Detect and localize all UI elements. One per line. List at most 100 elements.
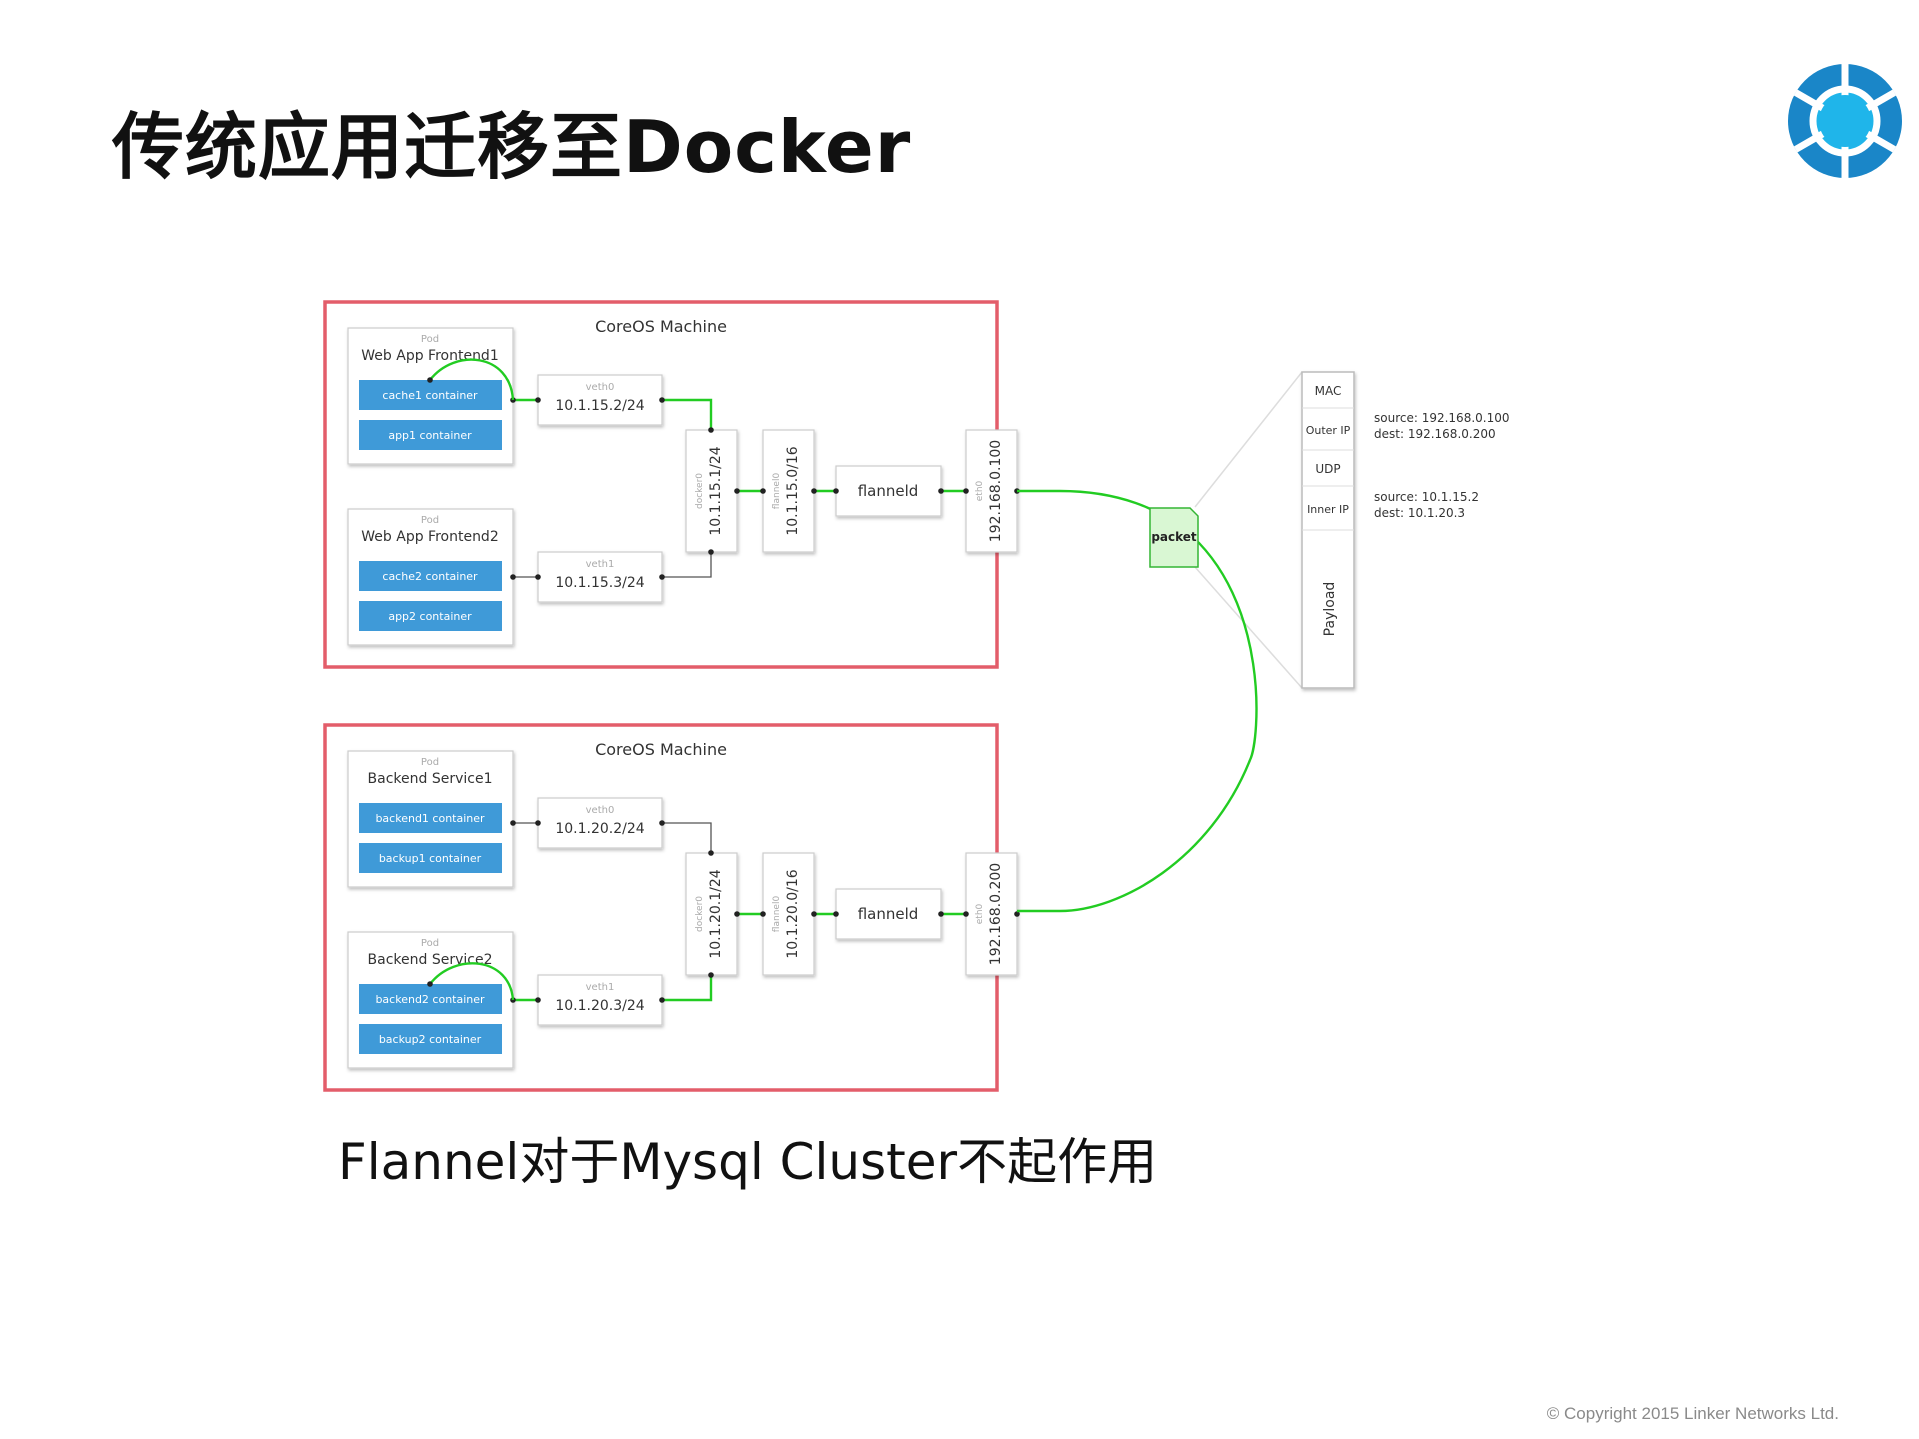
connector-dot (833, 911, 839, 917)
pod-name: Web App Frontend1 (361, 348, 498, 364)
container-label: app2 container (388, 610, 472, 623)
connector-dot (659, 997, 665, 1003)
connector-dot (708, 850, 714, 856)
veth-box (537, 797, 663, 849)
packet-breakdown: MAC Outer IP UDP Inner IP Payload source… (1194, 371, 1510, 689)
veth-box (537, 551, 663, 603)
pod-tag: Pod (421, 938, 439, 949)
packet-icon (1149, 507, 1199, 568)
machine-label: CoreOS Machine (595, 317, 727, 336)
linker-networks-logo-icon (1788, 64, 1902, 178)
connector-dot (734, 488, 740, 494)
flannel0-ip: 10.1.15.0/16 (785, 446, 801, 535)
connector-dot (427, 377, 433, 383)
docker0-tag: docker0 (695, 473, 705, 509)
copyright: © Copyright 2015 Linker Networks Ltd. (1546, 1404, 1839, 1423)
page-title: 传统应用迁移至Docker (112, 105, 912, 189)
flanneld-box (835, 465, 942, 517)
veth-tag: veth1 (586, 559, 615, 570)
docker0-box (685, 852, 738, 976)
connector-dot (760, 488, 766, 494)
packet-field-payload: Payload (1322, 582, 1338, 637)
connector-dot (938, 911, 944, 917)
outer-source-ip: source: 192.168.0.100 (1374, 411, 1510, 425)
veth-tag: veth1 (586, 982, 615, 993)
inter-machine-link: packet (1017, 489, 1258, 913)
outer-dest-ip: dest: 192.168.0.200 (1374, 427, 1496, 441)
connector-dot (659, 820, 665, 826)
eth0-tag: eth0 (975, 903, 985, 924)
container-box (359, 803, 502, 833)
connector-dot (708, 972, 714, 978)
eth0-tag: eth0 (975, 480, 985, 501)
container-label: backup2 container (379, 1033, 482, 1046)
pod-tag: Pod (421, 334, 439, 345)
connector-dot (659, 397, 665, 403)
connector-dot (535, 820, 541, 826)
flanneld-label: flanneld (858, 905, 919, 923)
eth0-box (965, 429, 1018, 553)
eth0-box (965, 852, 1018, 976)
connector-dot (811, 488, 817, 494)
connector-dot (963, 488, 969, 494)
eth0-ip: 192.168.0.100 (988, 440, 1004, 542)
container-box (359, 561, 502, 591)
veth-ip: 10.1.15.3/24 (555, 575, 644, 591)
veth-ip: 10.1.20.3/24 (555, 998, 644, 1014)
container-label: cache1 container (382, 389, 478, 402)
container-box (359, 1024, 502, 1054)
inner-dest-ip: dest: 10.1.20.3 (1374, 506, 1465, 520)
connector-dot (833, 488, 839, 494)
packet-field-inner-ip: Inner IP (1307, 503, 1349, 516)
subtitle: Flannel对于Mysql Cluster不起作用 (338, 1133, 1158, 1191)
connector-dot (535, 997, 541, 1003)
packet-field-mac: MAC (1315, 384, 1342, 398)
packet-field-udp: UDP (1315, 462, 1340, 476)
container-box (359, 984, 502, 1014)
local-traffic-arc (429, 962, 515, 1001)
flanneld-label: flanneld (858, 482, 919, 500)
connector-dot (510, 574, 516, 580)
veth-tag: veth0 (586, 805, 615, 816)
pod-name: Backend Service2 (368, 952, 493, 968)
packet-label: packet (1151, 530, 1197, 544)
container-label: backend1 container (375, 812, 485, 825)
packet-field-outer-ip: Outer IP (1306, 424, 1351, 437)
connector-dot (659, 574, 665, 580)
connector-dot (963, 911, 969, 917)
docker0-tag: docker0 (695, 896, 705, 932)
connector-dot (734, 911, 740, 917)
container-label: backup1 container (379, 852, 482, 865)
container-label: cache2 container (382, 570, 478, 583)
container-box (359, 601, 502, 631)
flannel0-ip: 10.1.20.0/16 (785, 869, 801, 958)
connector-dot (535, 397, 541, 403)
connector-dot (535, 574, 541, 580)
container-box (359, 420, 502, 450)
container-label: backend2 container (375, 993, 485, 1006)
machine-label: CoreOS Machine (595, 740, 727, 759)
veth-tag: veth0 (586, 382, 615, 393)
connector-dot (708, 427, 714, 433)
veth-ip: 10.1.20.2/24 (555, 821, 644, 837)
container-box (359, 380, 502, 410)
local-traffic-arc (429, 358, 515, 401)
container-box (359, 843, 502, 873)
veth-ip: 10.1.15.2/24 (555, 398, 644, 414)
flannel0-tag: flannel0 (772, 896, 782, 933)
docker0-ip: 10.1.20.1/24 (708, 869, 724, 958)
connector-dot (427, 981, 433, 987)
eth0-ip: 192.168.0.200 (988, 863, 1004, 965)
connector-dot (708, 549, 714, 555)
flannel0-tag: flannel0 (772, 473, 782, 510)
connector-dot (760, 911, 766, 917)
inner-source-ip: source: 10.1.15.2 (1374, 490, 1479, 504)
